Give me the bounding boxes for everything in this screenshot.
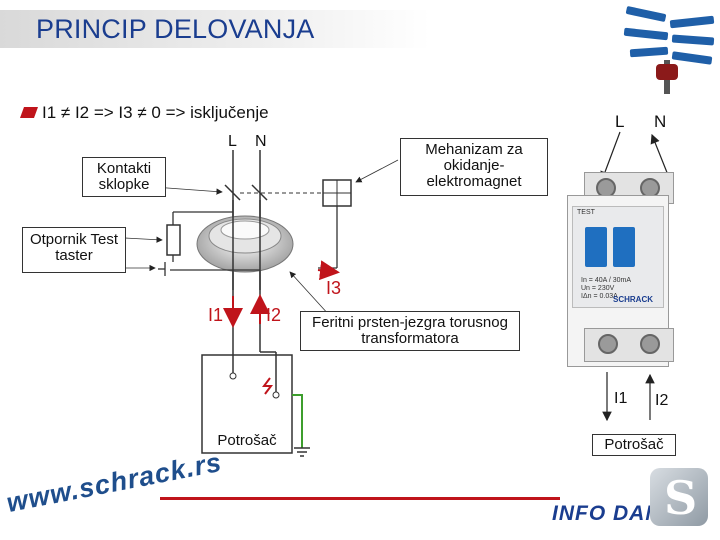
- label-otpornik: Otpornik Test taster: [22, 227, 126, 273]
- label-I2-left: I2: [266, 305, 282, 325]
- rcd-lever-left[interactable]: [585, 227, 607, 267]
- label-potrosac-left: Potrošač: [217, 432, 277, 449]
- label-kontakti: Kontakti sklopke: [82, 157, 166, 197]
- rcd-specs: In = 40A / 30mA Un = 230V IΔn = 0.03A: [581, 277, 632, 300]
- label-N-right: N: [654, 112, 667, 131]
- signpost-icon: [620, 4, 720, 94]
- label-L-left: L: [228, 133, 237, 150]
- label-feritni: Feritni prsten-jezgra torusnog transform…: [300, 311, 520, 351]
- label-I1-right: I1: [614, 390, 628, 407]
- label-L-right: L: [615, 112, 625, 131]
- screw-icon: [598, 334, 618, 354]
- schrack-logo-icon: S: [650, 468, 708, 526]
- page-title: PRINCIP DELOVANJA: [36, 14, 315, 44]
- label-mehanizam: Mehanizam za okidanje-elektromagnet: [400, 138, 548, 196]
- info-dani-logo: INFO DANI: [552, 502, 669, 525]
- footer-divider: [160, 497, 560, 500]
- label-I3: I3: [326, 278, 342, 298]
- formula-text: I1 ≠ I2 => I3 ≠ 0 => isključenje: [42, 103, 269, 122]
- label-I1-left: I1: [208, 305, 224, 325]
- formula-line: I1 ≠ I2 => I3 ≠ 0 => isključenje: [19, 103, 269, 123]
- rcd-lever-right[interactable]: [613, 227, 635, 267]
- screw-icon: [640, 334, 660, 354]
- label-I2-right: I2: [655, 392, 669, 409]
- label-potrosac-right: Potrošač: [592, 434, 676, 456]
- test-label: TEST: [577, 209, 595, 216]
- title-bar: [0, 10, 430, 48]
- rcd-brand: SCHRACK: [613, 295, 653, 304]
- label-N-left: N: [255, 133, 267, 150]
- rcd-panel: TEST In = 40A / 30mA Un = 230V IΔn = 0.0…: [572, 206, 664, 308]
